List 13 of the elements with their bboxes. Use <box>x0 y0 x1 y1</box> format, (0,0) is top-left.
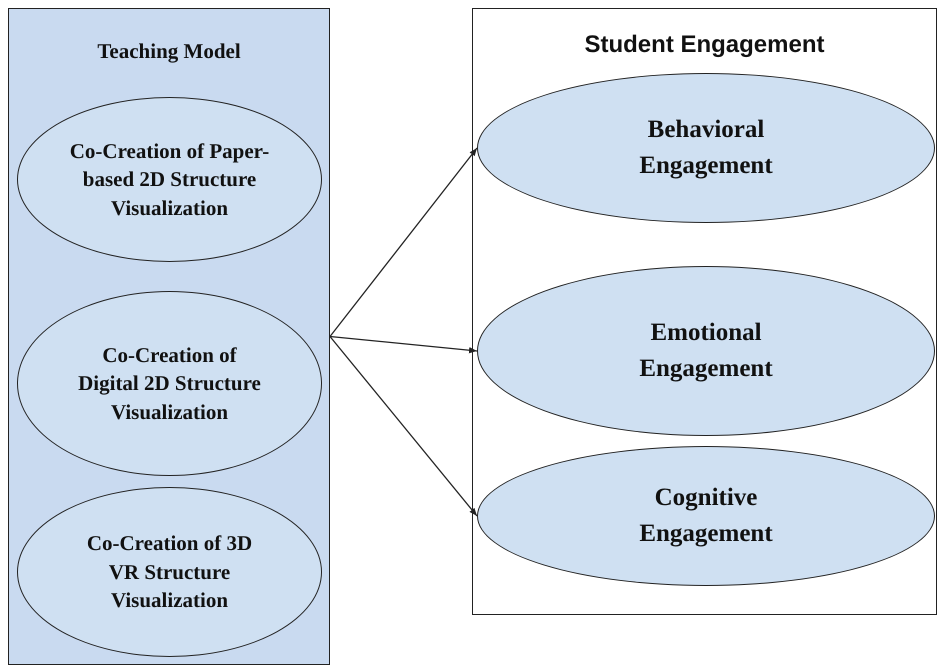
arrow <box>329 148 478 337</box>
node-label: Emotional Engagement <box>638 318 774 384</box>
group-panel <box>8 8 330 665</box>
node-label: Co-Creation of Digital 2D Structure Visualization <box>77 342 262 426</box>
arrow <box>330 336 478 354</box>
group-panel <box>472 8 937 615</box>
node-label: Cognitive Engagement <box>638 482 774 549</box>
node-label: Co-Creation of Paper-based 2D Structure Visualization <box>70 138 270 222</box>
node-label: Co-Creation of 3D VR Structure Visualization <box>86 530 254 614</box>
node-label: Behavioral Engagement <box>638 114 774 181</box>
panel-title: Student Engagement <box>583 31 826 59</box>
arrow <box>330 336 478 516</box>
panel-title: Teaching Model <box>96 39 242 64</box>
